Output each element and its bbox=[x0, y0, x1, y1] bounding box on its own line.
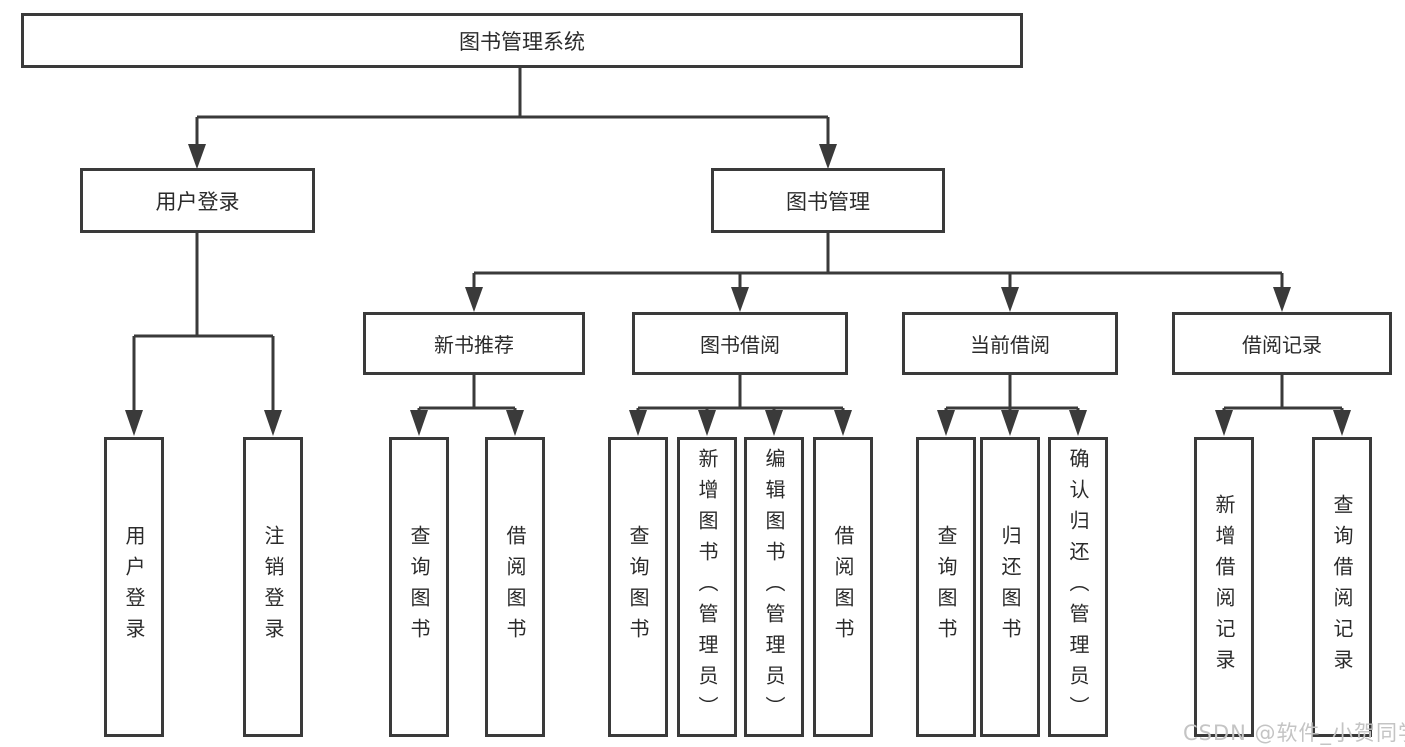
leaf-query-books-recommend: 查询图书 bbox=[389, 437, 449, 737]
leaf-add-books-admin: 新增图书（管理员） bbox=[677, 437, 737, 737]
arrowhead-icon bbox=[698, 410, 716, 436]
arrowhead-icon bbox=[1069, 410, 1087, 436]
leaf-return-books: 归还图书 bbox=[980, 437, 1040, 737]
csdn-watermark: CSDN @软件_小贺同学 bbox=[1183, 721, 1405, 745]
leaf-confirm-return-admin: 确认归还（管理员） bbox=[1048, 437, 1108, 737]
arrowhead-icon bbox=[264, 410, 282, 436]
arrowhead-icon bbox=[937, 410, 955, 436]
arrowhead-icon bbox=[125, 410, 143, 436]
leaf-borrow-books-recommend: 借阅图书 bbox=[485, 437, 545, 737]
arrowhead-icon bbox=[731, 287, 749, 312]
node-current-borrow: 当前借阅 bbox=[902, 312, 1118, 375]
leaf-query-books-borrow: 查询图书 bbox=[608, 437, 668, 737]
node-user-login: 用户登录 bbox=[80, 168, 315, 233]
leaf-query-books-current: 查询图书 bbox=[916, 437, 976, 737]
arrowhead-icon bbox=[1215, 410, 1233, 436]
leaf-edit-books-admin: 编辑图书（管理员） bbox=[744, 437, 804, 737]
arrowhead-icon bbox=[1333, 410, 1351, 436]
arrowhead-icon bbox=[834, 410, 852, 436]
node-borrow-records: 借阅记录 bbox=[1172, 312, 1392, 375]
connector-book-mgmt-to-level3 bbox=[472, 233, 1284, 288]
arrowhead-icon bbox=[1001, 410, 1019, 436]
leaf-borrow-books: 借阅图书 bbox=[813, 437, 873, 737]
leaf-query-borrow-record: 查询借阅记录 bbox=[1312, 437, 1372, 737]
leaf-logout-login: 注销登录 bbox=[243, 437, 303, 737]
node-book-management: 图书管理 bbox=[711, 168, 945, 233]
arrowhead-icon bbox=[410, 410, 428, 436]
arrowhead-icon bbox=[188, 144, 206, 169]
node-book-borrow: 图书借阅 bbox=[632, 312, 848, 375]
connector-records-to-children bbox=[1222, 375, 1344, 412]
connector-current-to-children bbox=[944, 375, 1080, 412]
arrowhead-icon bbox=[465, 287, 483, 312]
node-new-book-recommend: 新书推荐 bbox=[363, 312, 585, 375]
node-root: 图书管理系统 bbox=[21, 13, 1023, 68]
arrowhead-icon bbox=[629, 410, 647, 436]
arrowhead-icon bbox=[765, 410, 783, 436]
connector-borrow-to-children bbox=[636, 375, 845, 412]
connector-user-login-to-children bbox=[132, 233, 275, 412]
leaf-user-login: 用户登录 bbox=[104, 437, 164, 737]
connector-root-to-level2 bbox=[195, 66, 830, 146]
arrowhead-icon bbox=[1001, 287, 1019, 312]
arrowhead-icon bbox=[819, 144, 837, 169]
arrowhead-icon bbox=[506, 410, 524, 436]
connector-recommend-to-children bbox=[417, 375, 517, 412]
arrowhead-icon bbox=[1273, 287, 1291, 312]
leaf-add-borrow-record: 新增借阅记录 bbox=[1194, 437, 1254, 737]
